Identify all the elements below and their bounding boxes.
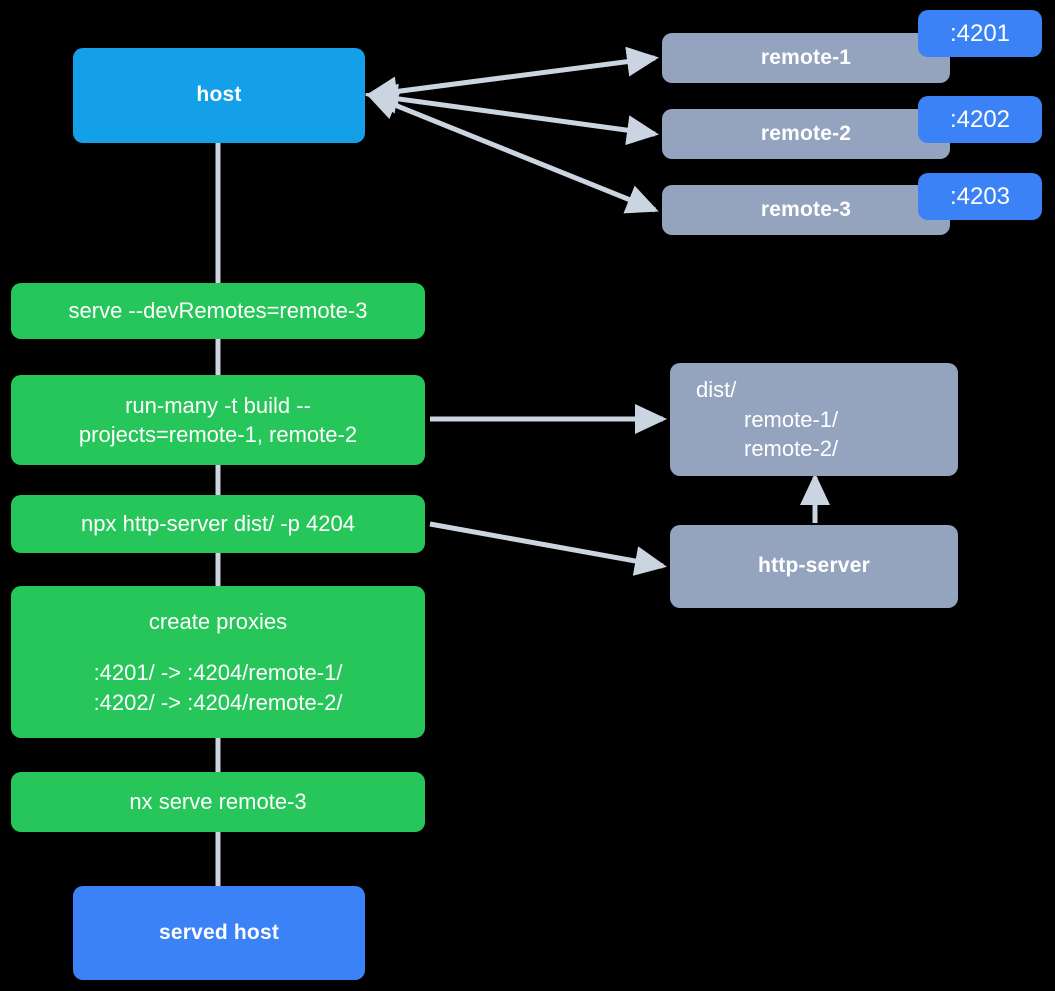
node-command-npx-http-server[interactable]: npx http-server dist/ -p 4204: [11, 495, 425, 553]
node-dist-line3: remote-2/: [744, 436, 839, 462]
command-npx-http-server-line1: npx http-server dist/ -p 4204: [81, 511, 355, 537]
node-host[interactable]: host: [73, 48, 365, 143]
node-command-create-proxies[interactable]: create proxies :4201/ -> :4204/remote-1/…: [11, 586, 425, 738]
port-badge-remote-2-label: :4202: [949, 105, 1011, 133]
node-dist-line2: remote-1/: [744, 406, 839, 432]
command-create-proxies-line2: :4201/ -> :4204/remote-1/: [93, 660, 343, 686]
node-host-label: host: [196, 83, 242, 107]
node-remote-2-label: remote-2: [760, 121, 852, 145]
command-create-proxies-line3: :4202/ -> :4204/remote-2/: [93, 689, 343, 715]
node-remote-1[interactable]: remote-1: [662, 33, 950, 83]
edge-host-remote-3: [365, 91, 659, 214]
node-command-serve-dev-remotes[interactable]: serve --devRemotes=remote-3: [11, 283, 425, 339]
node-served-host[interactable]: served host: [73, 886, 365, 980]
node-http-server[interactable]: http-server: [670, 525, 958, 608]
node-remote-3[interactable]: remote-3: [662, 185, 950, 235]
node-remote-3-label: remote-3: [760, 197, 852, 221]
node-command-run-many-build[interactable]: run-many -t build -- projects=remote-1, …: [11, 375, 425, 465]
node-http-server-label: http-server: [758, 554, 870, 578]
command-run-many-build-line2: projects=remote-1, remote-2: [78, 422, 358, 447]
node-remote-1-label: remote-1: [760, 45, 852, 69]
command-create-proxies-line1: create proxies: [148, 608, 288, 634]
port-badge-remote-3-label: :4203: [949, 182, 1011, 210]
edge-host-remote-2: [365, 83, 659, 146]
port-badge-remote-1[interactable]: :4201: [918, 10, 1042, 57]
node-dist-line1: dist/: [696, 377, 737, 403]
node-served-host-label: served host: [158, 920, 280, 944]
command-serve-dev-remotes-line1: serve --devRemotes=remote-3: [68, 298, 368, 324]
port-badge-remote-3[interactable]: :4203: [918, 173, 1042, 220]
edge-npx-to-httpserver: [429, 521, 667, 576]
node-remote-2[interactable]: remote-2: [662, 109, 950, 159]
node-command-nx-serve-remote-3[interactable]: nx serve remote-3: [11, 772, 425, 832]
edge-host-remote-1: [365, 46, 659, 107]
port-badge-remote-2[interactable]: :4202: [918, 96, 1042, 143]
command-run-many-build-line1: run-many -t build --: [125, 392, 311, 418]
command-nx-serve-remote-3-line1: nx serve remote-3: [129, 789, 307, 815]
node-dist[interactable]: dist/ remote-1/ remote-2/: [670, 363, 958, 476]
host-remote-edges: [365, 46, 659, 214]
port-badge-remote-1-label: :4201: [949, 19, 1011, 47]
